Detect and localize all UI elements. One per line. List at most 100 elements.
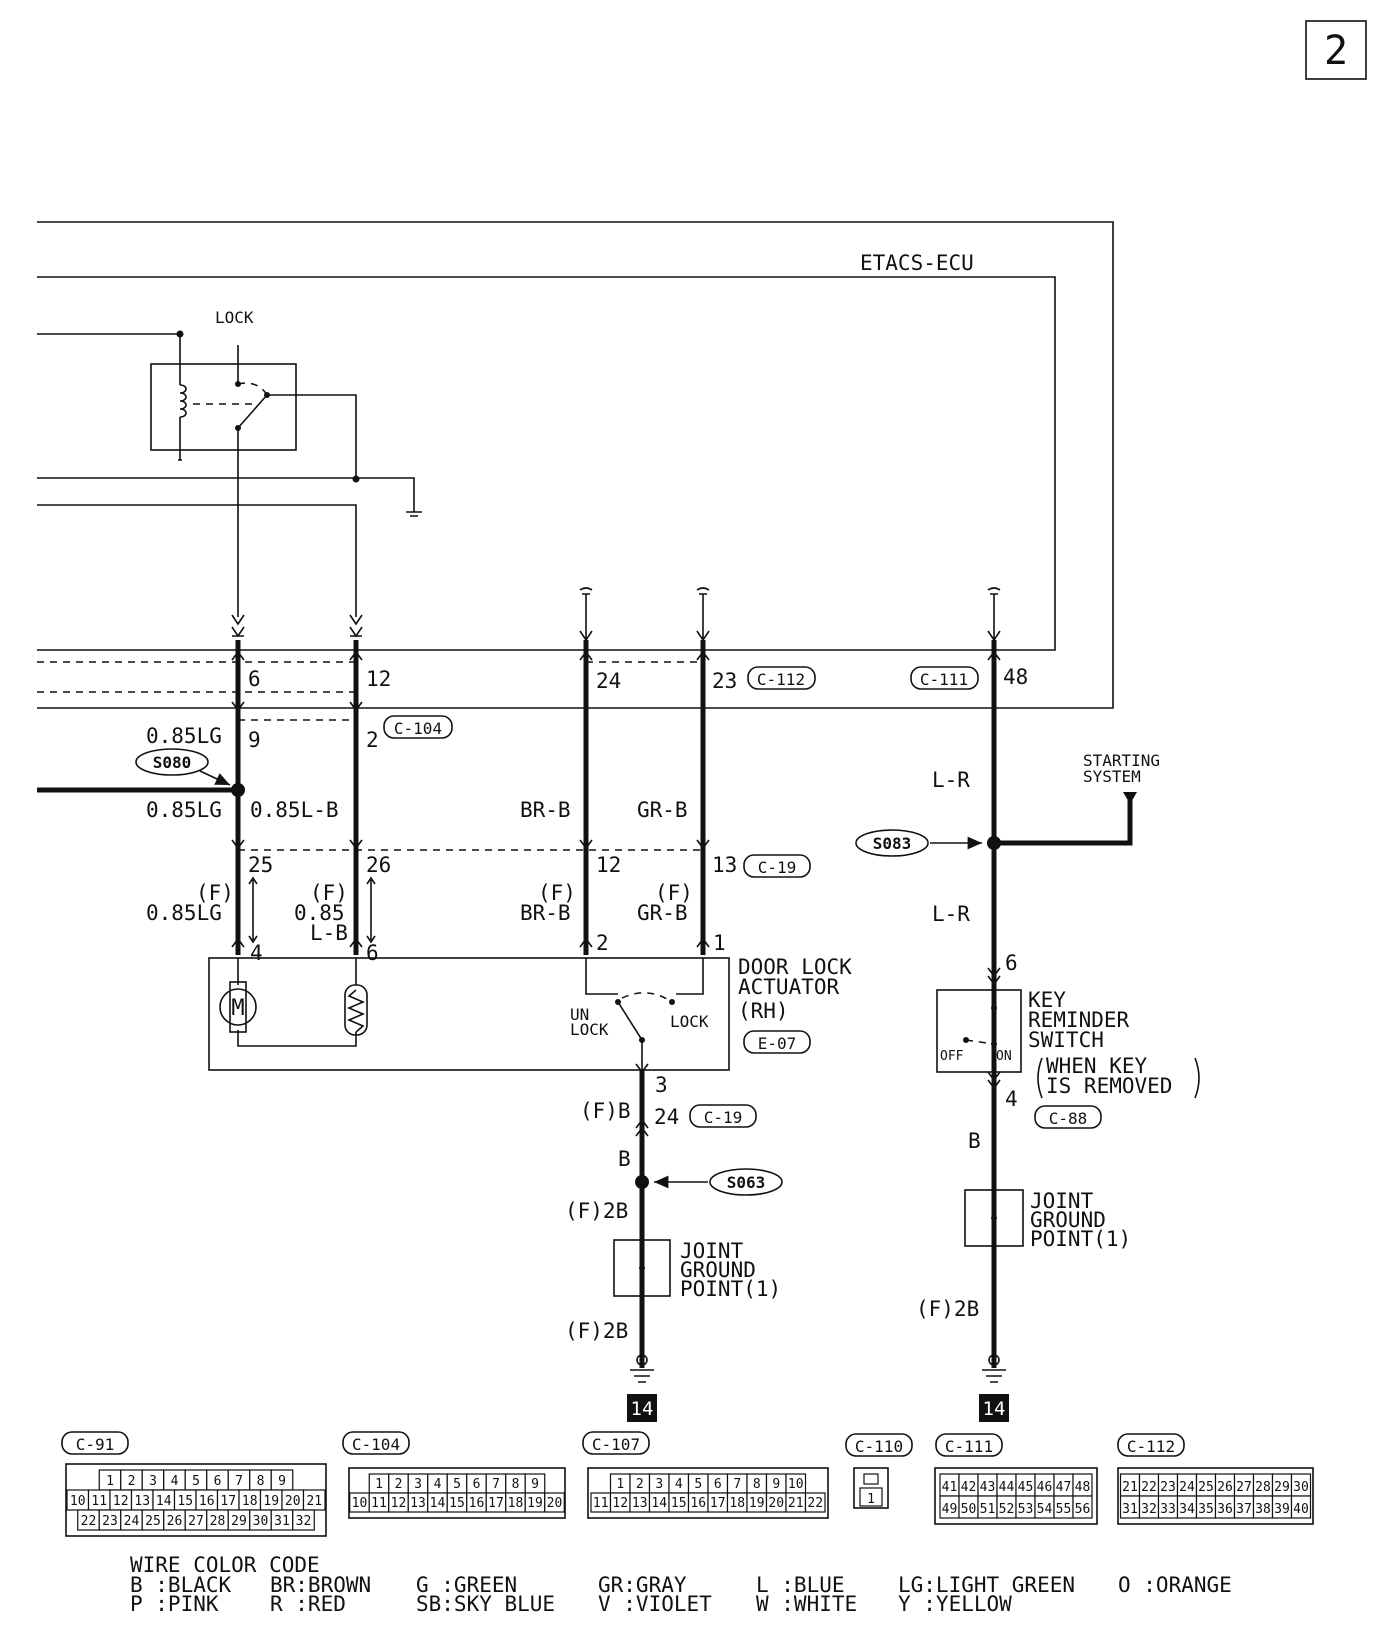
pin-ecu-12: 12	[366, 667, 391, 691]
legend-gr: GR:GRAY	[598, 1573, 687, 1597]
pin-number: 9	[531, 1477, 539, 1492]
splice-dot-s083	[987, 836, 1001, 850]
actuator-name-1: DOOR LOCK	[738, 955, 852, 979]
pin-number: 27	[188, 1514, 204, 1529]
svg-text:C-88: C-88	[1049, 1109, 1088, 1128]
connector-tag-c107: C-107	[582, 1431, 650, 1455]
unlock-label-1: UN	[570, 1005, 589, 1024]
pin-number: 11	[593, 1496, 609, 1511]
joint-ground-box-right	[964, 1189, 1024, 1247]
legend-p: P :PINK	[130, 1592, 219, 1616]
wire-label-f2b-left2: (F)2B	[565, 1319, 628, 1343]
pin-act-1: 1	[713, 931, 726, 955]
pin-number: 41	[942, 1480, 958, 1495]
pin-number: 7	[492, 1477, 500, 1492]
pin-number: 1	[867, 1492, 875, 1507]
ecu-outer-box	[37, 221, 1114, 709]
pin-number: 45	[1018, 1480, 1034, 1495]
legend-title: WIRE COLOR CODE	[130, 1553, 320, 1577]
pin-number: 8	[257, 1474, 265, 1489]
pin-number: 12	[612, 1496, 628, 1511]
pin-number: 29	[1274, 1480, 1290, 1495]
svg-text:C-104: C-104	[394, 719, 442, 738]
joint-ground-right-3: POINT(1)	[1030, 1227, 1131, 1251]
pin-c104-9: 9	[248, 728, 261, 752]
pin-act-6: 6	[366, 941, 379, 965]
connector-tag-e07: E-07	[743, 1030, 811, 1054]
pin-number: 1	[616, 1477, 624, 1492]
wire-label-f-lg: (F)	[196, 881, 234, 905]
actuator-name-2: ACTUATOR	[738, 975, 840, 999]
key-reminder-switch-box	[936, 989, 1022, 1073]
pin-number: 8	[753, 1477, 761, 1492]
wire-label-lg-mid: 0.85LG	[146, 798, 222, 822]
relay-box	[150, 363, 297, 451]
pin-number: 37	[1236, 1502, 1252, 1517]
svg-text:14: 14	[631, 1398, 654, 1420]
legend-o: O :ORANGE	[1118, 1573, 1232, 1597]
pin-number: 11	[371, 1496, 387, 1511]
pin-number: 33	[1160, 1502, 1176, 1517]
legend-v: V :VIOLET	[598, 1592, 712, 1616]
pin-number: 14	[156, 1494, 172, 1509]
pin-c19-12: 12	[596, 853, 621, 877]
connector-tag-c112: C-112	[747, 666, 816, 690]
splice-s063: S063	[654, 1168, 783, 1196]
pin-number: 21	[1122, 1480, 1138, 1495]
splice-dot-s063	[635, 1175, 649, 1189]
wire-label-lr-top: L-R	[932, 768, 970, 792]
pin-number: 56	[1075, 1502, 1091, 1517]
connector-tag-c110: C-110	[845, 1433, 913, 1457]
ground-wire	[37, 477, 422, 517]
pin-number: 17	[220, 1494, 236, 1509]
wire-starting-system	[994, 794, 1133, 846]
pin-number: 6	[214, 1474, 222, 1489]
pin-number: 18	[242, 1494, 258, 1509]
terminal-arrows	[231, 587, 1001, 642]
pin-number: 6	[473, 1477, 481, 1492]
pin-number: 9	[278, 1474, 286, 1489]
pin-number: 28	[1255, 1480, 1271, 1495]
pin-act-3: 3	[655, 1073, 668, 1097]
motor-icon: M	[219, 958, 357, 1047]
wire-label-b-right: B	[968, 1129, 981, 1153]
ground-ref-left: 14	[627, 1394, 657, 1422]
relay-arc	[237, 382, 268, 396]
pin-number: 13	[134, 1494, 150, 1509]
wire-label-gr-b: GR-B	[637, 798, 688, 822]
pin-ecu-24: 24	[596, 669, 621, 693]
splice-dot-s080	[231, 783, 245, 797]
connector-tag-c107-label: C-107	[592, 1435, 640, 1454]
pin-number: 12	[113, 1494, 129, 1509]
wire-label-f2b-right: (F)2B	[916, 1297, 979, 1321]
pin-c19-24: 24	[654, 1105, 679, 1129]
connector-tag-c111-label: C-111	[945, 1437, 993, 1456]
pin-number: 23	[1160, 1480, 1176, 1495]
relay-lock-label: LOCK	[215, 308, 254, 327]
pin-cell	[544, 1492, 565, 1513]
unlock-label-2: LOCK	[570, 1020, 609, 1039]
pin-number: 30	[253, 1514, 269, 1529]
wire-label-gr-b-bot: GR-B	[637, 901, 688, 925]
wire-label-b-left: B	[618, 1147, 631, 1171]
legend-lg: LG:LIGHT GREEN	[898, 1573, 1075, 1597]
joint-ground-left-3: POINT(1)	[680, 1277, 781, 1301]
key-switch-name-3: SWITCH	[1028, 1028, 1104, 1052]
legend-g: G :GREEN	[416, 1573, 517, 1597]
wire-label-lg-bot: 0.85LG	[146, 901, 222, 925]
pin-cell	[1072, 1495, 1093, 1519]
pin-number: 54	[1037, 1502, 1053, 1517]
svg-text:M: M	[231, 996, 244, 1021]
pin-number: 51	[980, 1502, 996, 1517]
pin-number: 55	[1056, 1502, 1072, 1517]
connector-tag-c19-top: C-19	[743, 854, 811, 878]
pin-number: 15	[449, 1496, 465, 1511]
pin-number: 32	[296, 1514, 312, 1529]
page-number: 2	[1324, 28, 1348, 74]
pin-number: 11	[91, 1494, 107, 1509]
pin-number: 10	[70, 1494, 86, 1509]
ground-symbol-right	[982, 1354, 1006, 1383]
